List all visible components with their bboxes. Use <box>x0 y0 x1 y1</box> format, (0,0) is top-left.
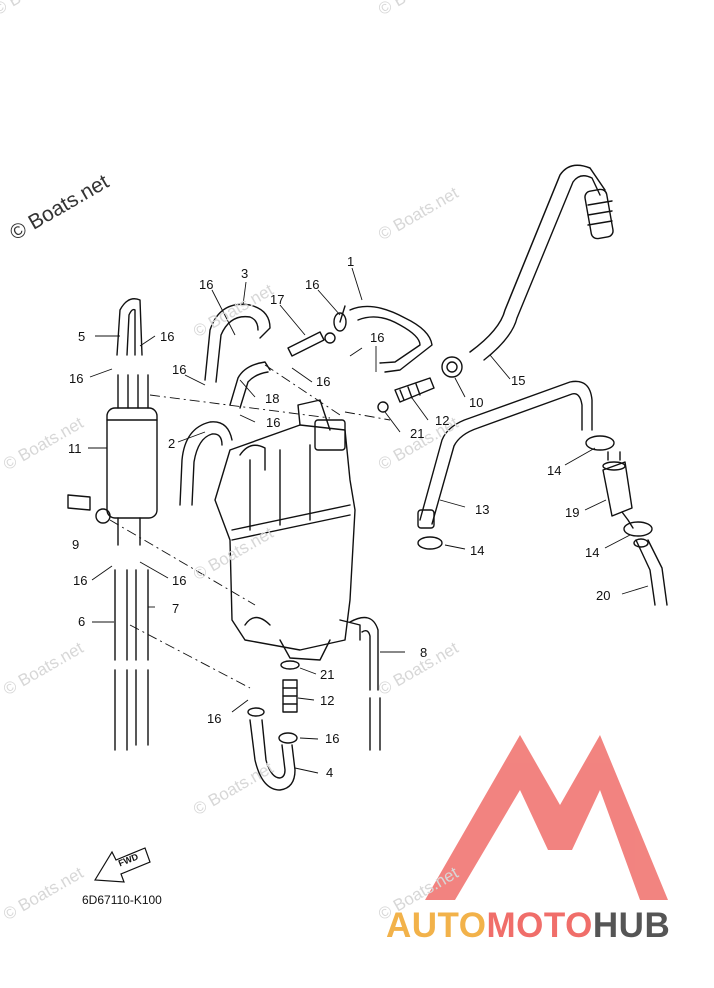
callout-14: 14 <box>585 545 600 560</box>
callout-9: 9 <box>72 537 80 552</box>
callout-12: 12 <box>435 413 450 428</box>
hose-7 <box>135 569 149 746</box>
callout-7: 7 <box>172 601 180 616</box>
callout-21: 21 <box>410 426 425 441</box>
callout-11: 11 <box>68 441 82 456</box>
callout-16: 16 <box>73 573 88 588</box>
callout-16: 16 <box>370 330 385 345</box>
callout-16: 16 <box>305 277 320 292</box>
callout-10: 10 <box>469 395 484 410</box>
callout-21: 21 <box>320 667 335 682</box>
callout-2: 2 <box>168 436 176 451</box>
fwd-arrow-icon <box>93 847 151 883</box>
hose-15 <box>469 164 606 353</box>
hose-13 <box>419 380 593 521</box>
brand-part-hub: HUB <box>592 906 671 945</box>
callout-16: 16 <box>199 277 214 292</box>
callout-19: 19 <box>565 505 580 520</box>
hose-5 <box>116 298 143 356</box>
callout-16: 16 <box>69 371 84 386</box>
brand-part-moto: MOTO <box>486 906 593 945</box>
callout-16: 16 <box>266 415 281 430</box>
hose-18 <box>229 361 271 406</box>
vapor-separator-11 <box>106 407 158 519</box>
brand-logo-icon <box>425 735 668 900</box>
callout-4: 4 <box>326 765 334 780</box>
callout-17: 17 <box>270 292 285 307</box>
callout-16: 16 <box>160 329 175 344</box>
callout-15: 15 <box>511 373 526 388</box>
callout-14: 14 <box>470 543 485 558</box>
hose-1 <box>349 305 433 373</box>
callout-12: 12 <box>320 693 335 708</box>
hose-8 <box>349 616 381 751</box>
hose-2 <box>179 421 233 506</box>
callout-16: 16 <box>207 711 222 726</box>
hose-3 <box>204 303 271 381</box>
callout-16: 16 <box>172 362 187 377</box>
callout-3: 3 <box>241 266 249 281</box>
callout-1: 1 <box>347 254 355 269</box>
hose-20 <box>635 539 668 606</box>
hose-4 <box>249 719 296 791</box>
brand-part-auto: AUTO <box>386 906 487 945</box>
fuel-pump-body <box>214 399 361 661</box>
callout-6: 6 <box>78 614 86 629</box>
callout-16: 16 <box>316 374 331 389</box>
callout-5: 5 <box>78 329 86 344</box>
callout-16: 16 <box>172 573 187 588</box>
hose-6 <box>114 569 128 751</box>
diagram-code: 6D67110-K100 <box>82 893 162 907</box>
callout-18: 18 <box>265 391 280 406</box>
callout-13: 13 <box>475 502 490 517</box>
callout-14: 14 <box>547 463 562 478</box>
callout-8: 8 <box>420 645 428 660</box>
brand-wordmark: AUTOMOTOHUB <box>386 906 670 946</box>
callout-16: 16 <box>325 731 340 746</box>
callout-20: 20 <box>596 588 611 603</box>
